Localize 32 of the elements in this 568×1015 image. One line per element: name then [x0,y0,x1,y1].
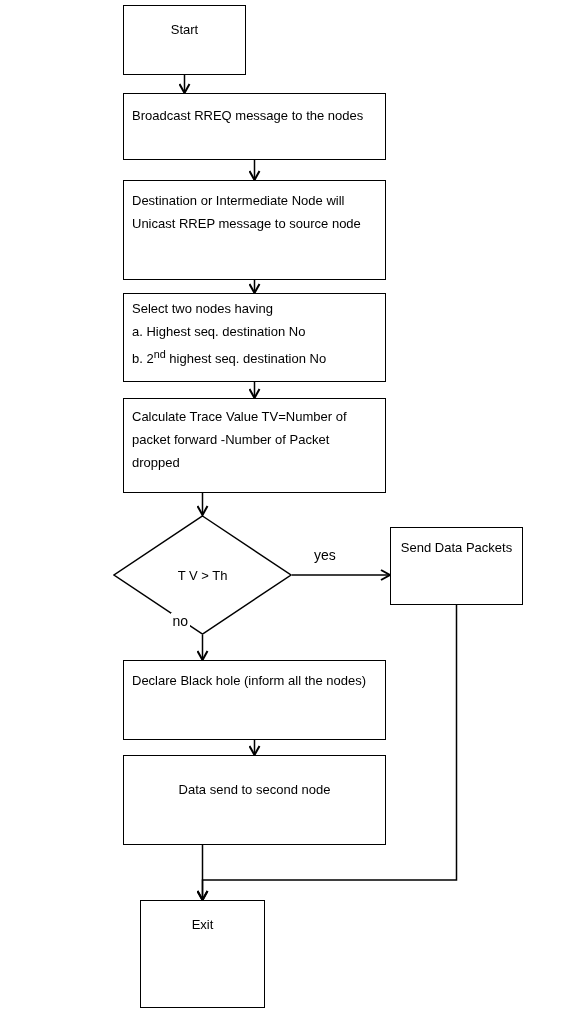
arrow [248,739,261,756]
box-text: Start [170,21,199,39]
arrow [196,634,209,661]
edge-label: no [170,613,191,629]
box-text: Destination or Intermediate Node will Unicast RREP message to source node [132,192,362,233]
process-box [123,5,246,75]
arrow [248,159,261,181]
box-text: a. Highest seq. destination No [132,323,306,341]
box-text: Broadcast RREQ message to the nodes [132,107,364,125]
box-text: Declare Black hole (inform all the nodes) [132,672,367,690]
box-text: Exit [191,916,214,934]
process-box [123,660,386,740]
arrow [196,604,458,901]
arrow [248,381,261,399]
box-text: Select two nodes having [132,300,273,318]
box-text: T V > Th [177,566,228,585]
process-box [123,93,386,160]
process-box [123,398,386,493]
box-text: Data send to second node [178,781,331,799]
process-box [140,900,265,1008]
box-text: b. 2$^{nd}$ highest seq. destination No [132,347,327,369]
arrow [178,74,191,94]
process-box [123,755,386,845]
arrow [291,569,391,581]
process-box [123,180,386,280]
arrow [196,492,209,516]
process-box [123,293,386,382]
box-text: Send Data Packets [400,539,513,557]
arrow [248,279,261,294]
decision-diamond [113,515,292,635]
box-text: Calculate Trace Value TV=Number of packet forward -Number of Packet dropped [132,408,348,472]
process-box [390,527,523,605]
